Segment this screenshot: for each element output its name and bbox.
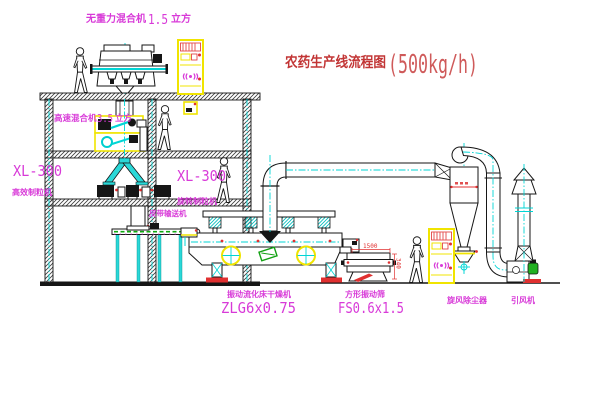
dryer-feed-inlet <box>180 227 198 246</box>
dim-width-label: 1500 <box>363 243 378 250</box>
control-box <box>183 101 198 115</box>
label-granulator-right: 旋转制粒机 <box>176 196 217 206</box>
worker-figure-1 <box>73 47 88 93</box>
label-dryer: 振动流化床干燥机 <box>227 289 291 299</box>
y-chute <box>102 157 149 186</box>
label-gravity-mixer-size: 1.5 <box>148 13 168 28</box>
vibrating-screen: 1500 340 <box>339 243 402 282</box>
label-screen-model: FS0.6x1.5 <box>338 299 404 317</box>
control-cabinet-2 <box>428 228 455 284</box>
exhaust-duct <box>259 155 453 243</box>
floor-slab-2 <box>44 150 252 159</box>
gravity-mixer <box>90 43 168 94</box>
label-high-speed-mixer: 高速混合机 <box>54 113 97 124</box>
worker-figure-4 <box>409 236 424 283</box>
label-high-speed-mixer-size: 3.5 <box>97 112 113 125</box>
label-gravity-mixer: 无重力混合机 <box>85 12 146 25</box>
diagram-title: 农药生产线流程图 (500kg/h) <box>284 50 478 80</box>
label-granulator-left: 高效制粒机 <box>12 187 52 197</box>
label-cyclone: 旋风除尘器 <box>446 295 488 305</box>
label-gravity-mixer-unit: 立方 <box>171 12 191 25</box>
discharge-chute <box>126 205 150 231</box>
dryer-hangers <box>208 216 331 234</box>
label-granulator-right-model: XL-300 <box>177 167 226 185</box>
floor-slab-3 <box>44 198 252 207</box>
title-text: 农药生产线流程图 <box>284 54 386 71</box>
label-fan: 引风机 <box>511 295 535 305</box>
dim-height-label: 340 <box>395 258 402 269</box>
building-foundation <box>40 281 260 286</box>
roof-slab <box>39 92 261 101</box>
control-cabinet-1 <box>177 39 204 95</box>
exhaust-stack <box>511 164 537 282</box>
title-capacity: (500kg/h) <box>388 50 478 80</box>
label-granulator-left-model: XL-300 <box>13 162 62 180</box>
label-dryer-model: ZLG6x0.75 <box>221 299 296 317</box>
label-screen: 方形振动筛 <box>345 289 385 299</box>
high-speed-mixer <box>94 99 148 160</box>
worker-figure-2 <box>157 105 172 150</box>
label-high-speed-mixer-unit: 立方 <box>115 113 133 124</box>
label-belt-conveyor: 皮带输送机 <box>148 208 187 218</box>
dimension-lines <box>351 248 397 280</box>
dryer-motor <box>258 246 278 262</box>
cyclone-separator <box>449 143 479 274</box>
granulators <box>97 185 171 199</box>
